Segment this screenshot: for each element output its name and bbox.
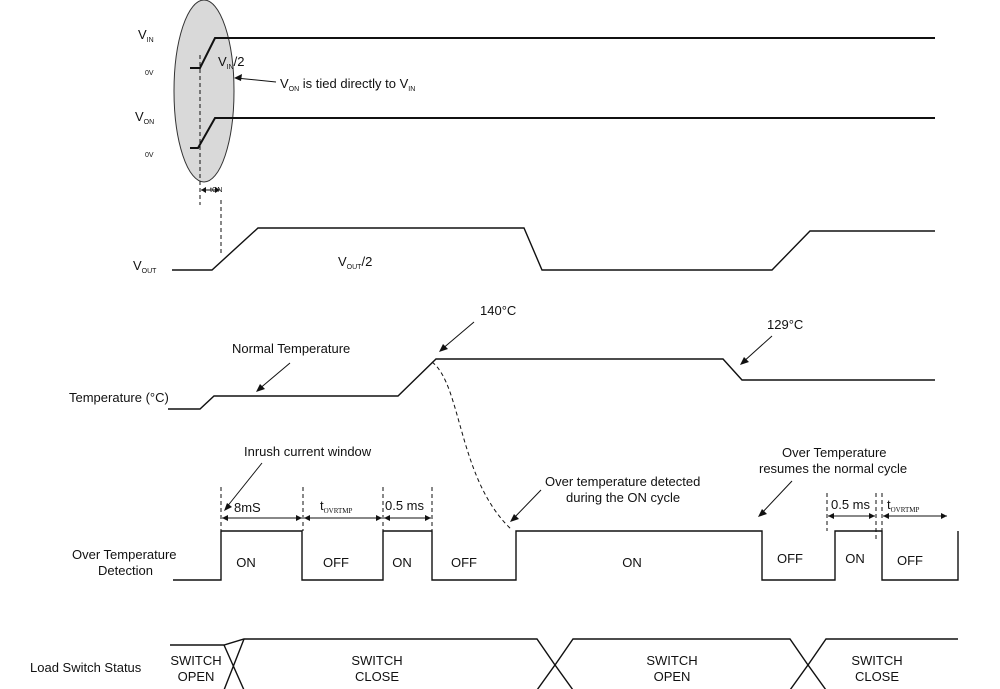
load-switch-bus-bottom	[536, 663, 827, 689]
half-ms-2-head-l	[828, 513, 834, 519]
load-switch-seg-4-line1: SWITCH	[851, 653, 902, 668]
inrush-duration-head-l	[222, 515, 228, 521]
peak-temperature-label: 140°C	[480, 303, 516, 318]
inrush-pointer	[225, 462, 263, 509]
load-switch-seg-1-line1: SWITCH	[170, 653, 221, 668]
inrush-label: Inrush current window	[244, 444, 372, 459]
resumes-note-line1: Over Temperature	[782, 445, 887, 460]
state-3: ON	[392, 555, 412, 570]
resumes-note-arrowhead	[758, 509, 767, 517]
state-2: OFF	[323, 555, 349, 570]
state-7: ON	[845, 551, 865, 566]
recover-temperature-arrowhead	[740, 357, 749, 365]
resumes-note-line2: resumes the normal cycle	[759, 461, 907, 476]
load-switch-seg-3-line1: SWITCH	[646, 653, 697, 668]
vin-label: VIN	[138, 27, 154, 44]
von-zero-label: 0V	[145, 152, 154, 159]
half-ms-2-head-r	[869, 513, 875, 519]
vin-waveform	[190, 37, 935, 69]
state-5: ON	[622, 555, 642, 570]
detection-axis-label-line2: Detection	[98, 563, 153, 578]
detected-note-line2: during the ON cycle	[566, 490, 680, 505]
state-6: OFF	[777, 551, 803, 566]
peak-temperature-arrowhead	[439, 344, 448, 352]
detected-note-arrowhead	[510, 514, 519, 522]
half-ms-1-label: 0.5 ms	[385, 498, 425, 513]
t-ovrtmp-2-head-r	[941, 513, 947, 519]
load-switch-axis-label: Load Switch Status	[30, 660, 142, 675]
normal-temperature-arrow	[257, 362, 291, 391]
vout-waveform	[172, 227, 935, 271]
recover-temperature-label: 129°C	[767, 317, 803, 332]
von-waveform	[190, 117, 935, 149]
vin-zero-label: 0V	[145, 70, 154, 77]
ton-arrowhead-left	[201, 187, 206, 193]
von-note-arrow	[235, 77, 277, 83]
state-1: ON	[236, 555, 256, 570]
load-switch-seg-4-line2: CLOSE	[855, 669, 899, 684]
load-switch-seg-1-line2: OPEN	[178, 669, 215, 684]
recover-temperature-arrow	[741, 335, 773, 364]
rise-highlight-ellipse	[173, 0, 235, 183]
ton-arrowhead-right	[215, 187, 220, 193]
inrush-duration-head-r	[296, 515, 302, 521]
t-ovrtmp-2-label: tOVRTMP	[887, 497, 919, 514]
vout-label: VOUT	[133, 258, 157, 275]
t-ovrtmp-1-head-r	[376, 515, 382, 521]
load-switch-bus-top	[170, 638, 958, 667]
over-temperature-curve	[431, 361, 513, 531]
t-ovrtmp-1-label: tOVRTMP	[320, 498, 352, 515]
normal-temperature-label: Normal Temperature	[232, 341, 350, 356]
detected-note-arrow	[511, 489, 542, 521]
normal-temperature-arrowhead	[256, 384, 265, 392]
inrush-pointer-head	[224, 503, 232, 511]
t-ovrtmp-2-head-l	[883, 513, 889, 519]
load-switch-seg-2-line2: CLOSE	[355, 669, 399, 684]
detection-waveform	[173, 530, 959, 581]
state-8: OFF	[897, 553, 923, 568]
peak-temperature-arrow	[440, 321, 475, 351]
detection-axis-label-line1: Over Temperature	[72, 547, 177, 562]
ton-label: tON	[210, 187, 222, 194]
half-ms-2-label: 0.5 ms	[831, 497, 871, 512]
half-ms-1-head-r	[425, 515, 431, 521]
vin-half-label: VIN/2	[218, 54, 245, 71]
von-note-arrowhead	[234, 74, 242, 81]
load-switch-transition-1	[223, 638, 245, 689]
inrush-duration: 8mS	[234, 500, 261, 515]
detected-note-line1: Over temperature detected	[545, 474, 700, 489]
von-note: VON is tied directly to VIN	[280, 76, 415, 93]
load-switch-seg-2-line1: SWITCH	[351, 653, 402, 668]
load-switch-seg-3-line2: OPEN	[654, 669, 691, 684]
temperature-waveform	[168, 358, 935, 410]
half-ms-1-head-l	[384, 515, 390, 521]
t-ovrtmp-1-head-l	[304, 515, 310, 521]
von-label: VON	[135, 109, 154, 126]
state-4: OFF	[451, 555, 477, 570]
resumes-note-arrow	[759, 480, 793, 516]
vout-half-label: VOUT/2	[338, 254, 372, 271]
temperature-axis-label: Temperature (°C)	[69, 390, 169, 405]
